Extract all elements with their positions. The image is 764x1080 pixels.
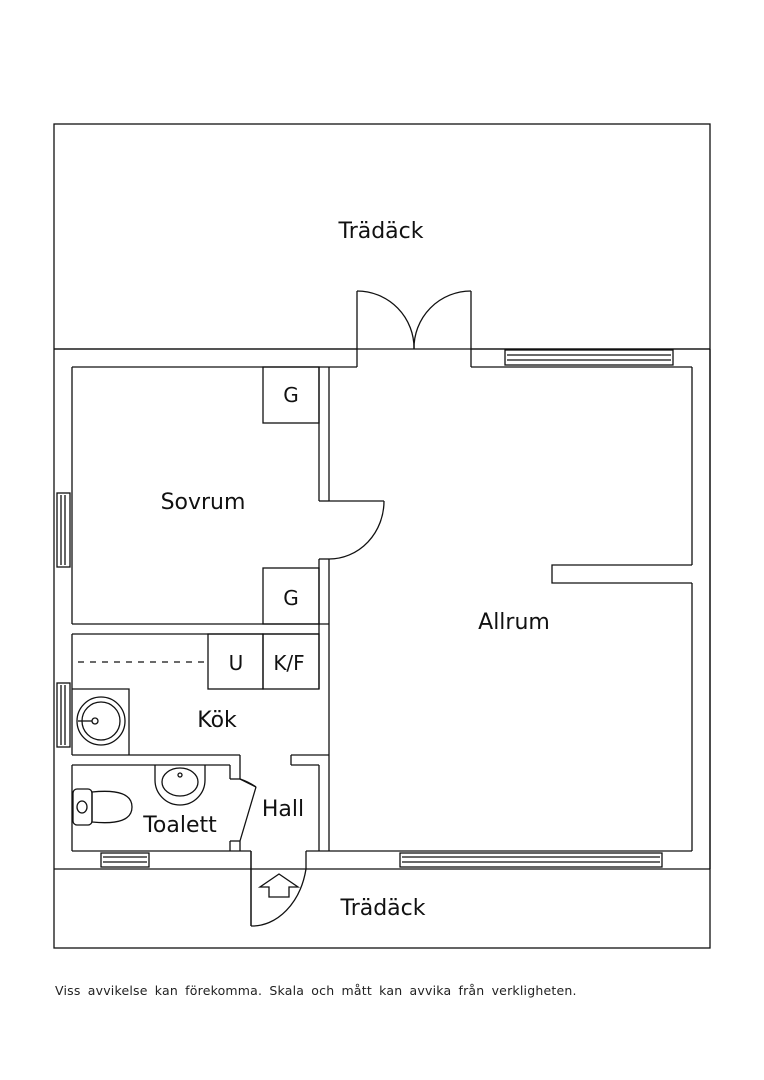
room-label-bedroom: Sovrum	[161, 490, 246, 515]
french-doors	[356, 290, 472, 350]
room-label-living: Allrum	[478, 610, 550, 635]
disclaimer: Viss avvikelse kan förekomma. Skala och …	[55, 983, 577, 998]
washbasin	[154, 765, 206, 806]
bedroom-door	[328, 500, 385, 560]
kitchen-sink	[76, 696, 126, 746]
exterior-walls	[54, 348, 711, 869]
entry-arrow-icon	[257, 873, 301, 898]
room-label-kitchen: Kök	[197, 708, 237, 733]
wardrobe-bottom	[262, 567, 320, 625]
toilet-door	[239, 778, 257, 842]
wardrobe-top-label: G	[283, 383, 299, 407]
fridge-freezer-label: K/F	[273, 651, 304, 675]
toilet-bowl	[72, 788, 133, 826]
room-label-deck-bottom: Trädäck	[339, 896, 425, 921]
room-label-hall: Hall	[262, 797, 304, 822]
hall-walls	[250, 754, 330, 926]
bedroom-wall	[72, 367, 330, 755]
wardrobe-bottom-label: G	[283, 586, 299, 610]
kitchen-fittings	[72, 633, 320, 755]
entry-door	[250, 868, 307, 927]
windows	[56, 349, 674, 868]
dishwasher-label: U	[229, 651, 244, 675]
living-stub-wall	[551, 564, 692, 584]
room-label-deck-top: Trädäck	[337, 219, 423, 244]
toilet-walls	[72, 754, 251, 852]
room-label-toilet: Toalett	[142, 813, 217, 838]
wardrobe-top	[262, 366, 320, 424]
